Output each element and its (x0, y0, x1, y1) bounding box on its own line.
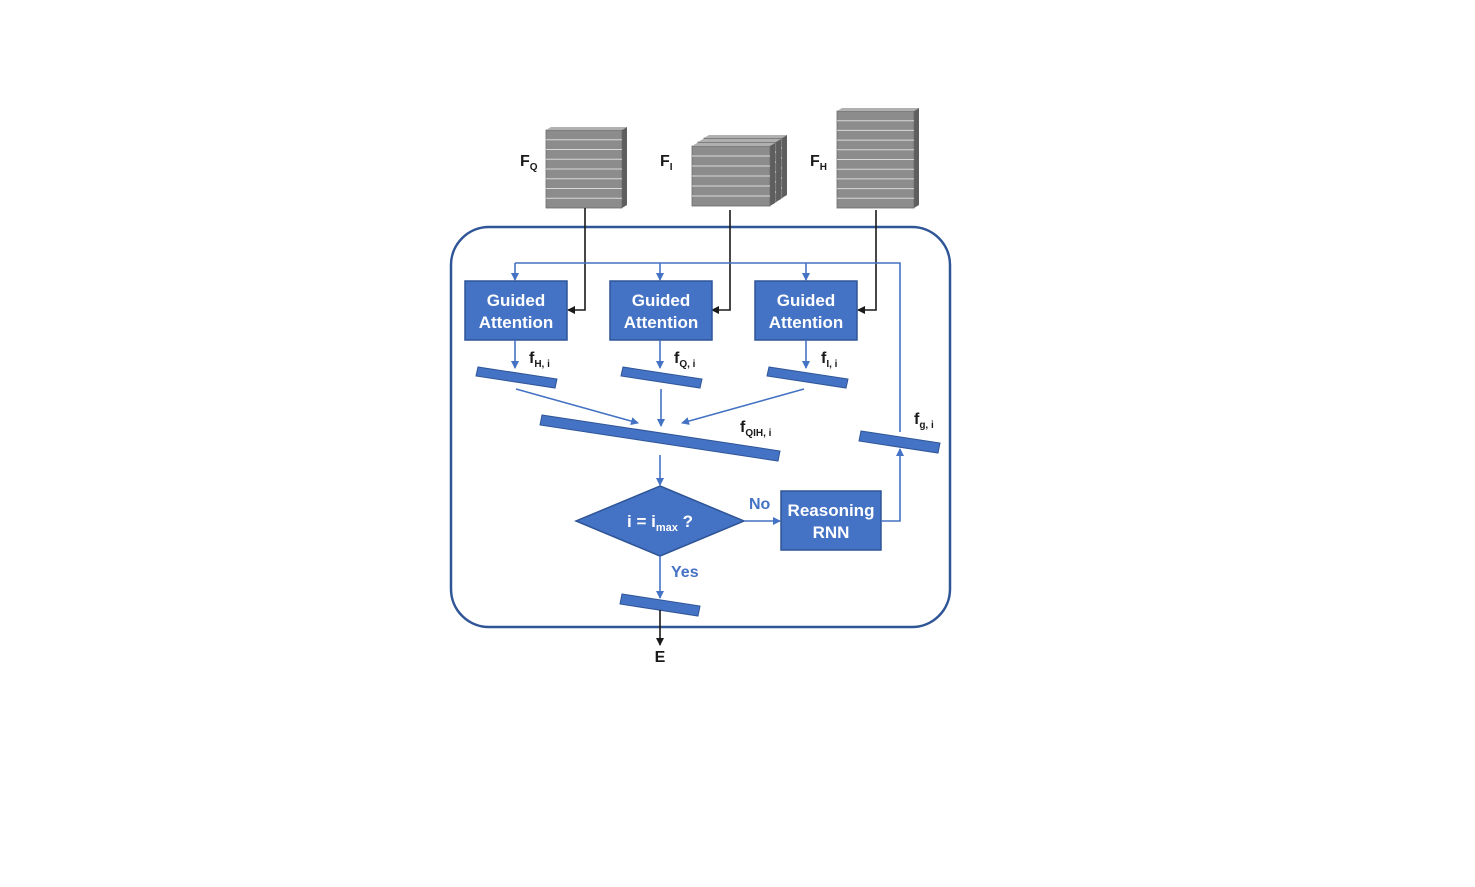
guided-attention-2-line2: Attention (624, 313, 699, 332)
no-label: No (749, 496, 771, 513)
fi-to-attention-3-arrow (711, 210, 731, 314)
decision-label: i = imax ? (627, 512, 693, 534)
feedback-line (515, 262, 901, 432)
label-fi-i: fI, i (821, 350, 838, 370)
input-stack-fi (691, 135, 787, 207)
guided-attention-1-line1: Guided (487, 291, 546, 310)
label-fg-i: fg, i (914, 411, 934, 431)
rnn-to-gfeature-arrow (881, 448, 904, 522)
fh-to-attention-1-arrow (857, 210, 877, 314)
merge-arrow-left (515, 388, 639, 425)
module-container (449, 225, 952, 629)
input-stack-fq (545, 127, 627, 209)
input-label-fh: FH (810, 153, 827, 173)
fused-feature-bar (539, 414, 781, 462)
guided-attention-block-3: Guided Attention (754, 280, 858, 341)
input-label-fi: FI (660, 153, 673, 173)
reasoning-rnn-block: Reasoning RNN (780, 490, 882, 551)
guided-attention-2-line1: Guided (632, 291, 691, 310)
input-stack-fh (836, 108, 919, 209)
label-fq-i: fQ, i (674, 350, 696, 370)
rnn-line1: Reasoning (788, 501, 875, 520)
input-label-fq: FQ (520, 153, 538, 173)
label-fh-i: fH, i (529, 350, 550, 370)
merge-arrow-right (681, 388, 805, 425)
final-feature-bar (619, 593, 701, 617)
feature-bar-fq (620, 366, 703, 389)
rnn-line2: RNN (813, 523, 850, 542)
label-fqih-i: fQIH, i (740, 419, 772, 439)
decision-diamond (574, 485, 746, 557)
feature-bar-fh (475, 366, 558, 389)
guided-attention-3-line2: Attention (769, 313, 844, 332)
guided-attention-1-line2: Attention (479, 313, 554, 332)
guided-attention-block-2: Guided Attention (609, 280, 713, 341)
guided-attention-3-line1: Guided (777, 291, 836, 310)
output-label: E (655, 649, 666, 666)
rnn-feature-bar (858, 430, 941, 454)
fq-to-attention-2-arrow (567, 208, 586, 314)
yes-label: Yes (671, 564, 699, 581)
guided-attention-block-1: Guided Attention (464, 280, 568, 341)
feature-bar-fi (766, 366, 849, 389)
